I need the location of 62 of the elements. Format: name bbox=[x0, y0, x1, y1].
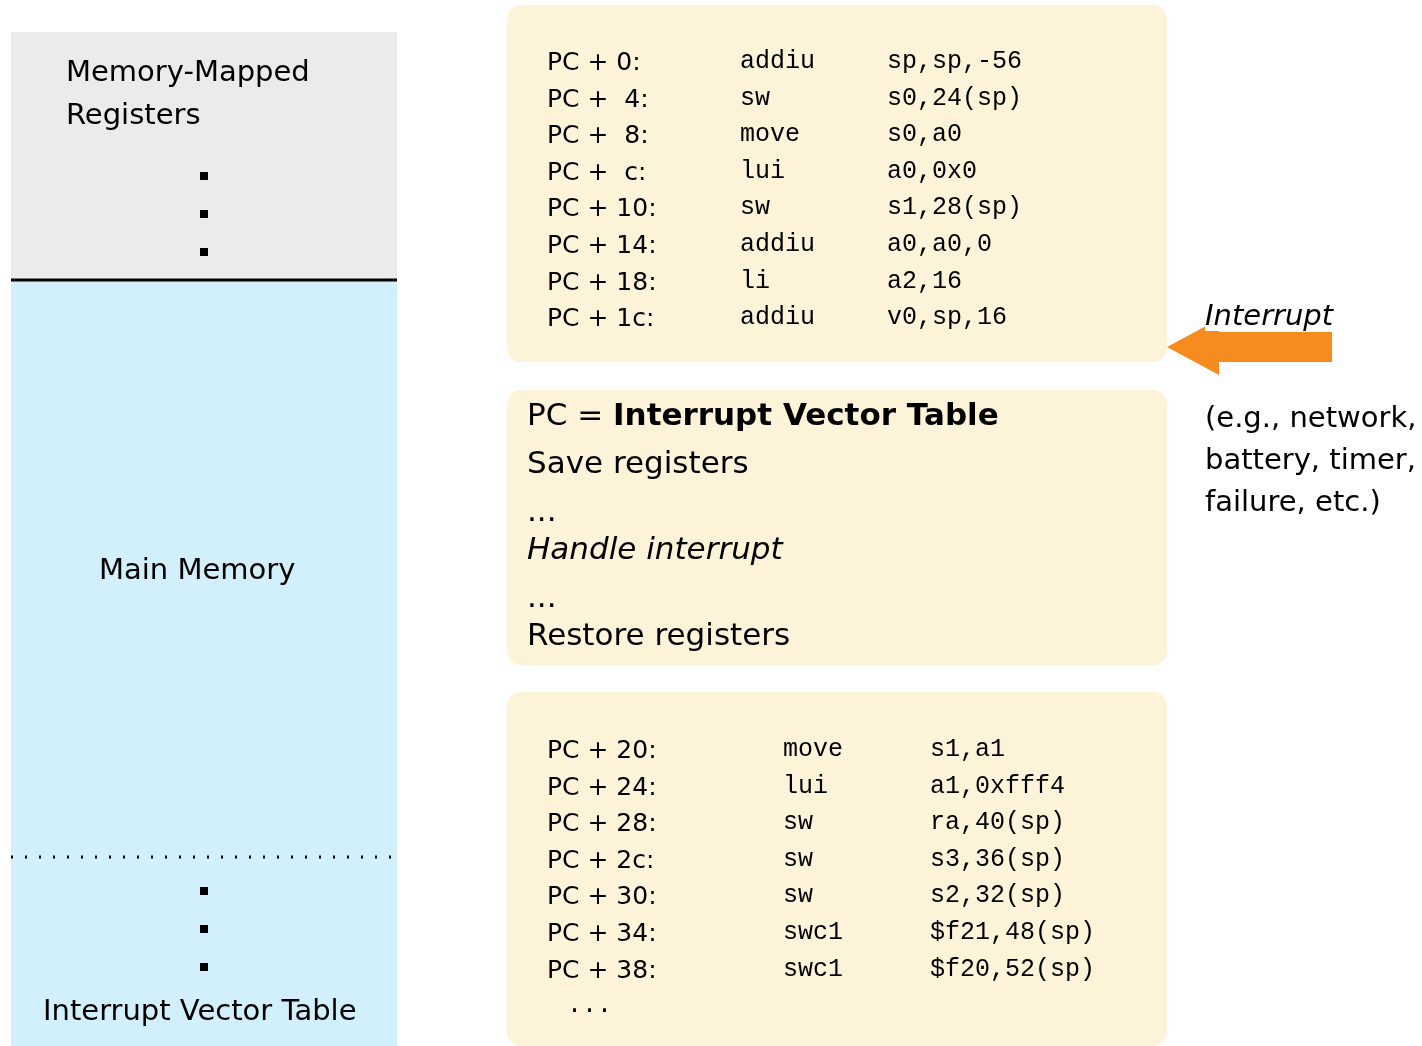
instruction-mnemonic: lui bbox=[740, 156, 785, 186]
address-label: PC + 34: bbox=[547, 918, 657, 947]
instruction-mnemonic: sw bbox=[783, 844, 813, 874]
handler-step: Restore registers bbox=[527, 616, 791, 652]
handler-step: Save registers bbox=[527, 444, 749, 480]
instruction-operands: $f21,48(sp) bbox=[930, 918, 1096, 947]
instruction-operands: a1,0xfff4 bbox=[930, 771, 1066, 801]
instruction-operands: a2,16 bbox=[887, 266, 962, 296]
address-label: PC + 0: bbox=[547, 47, 641, 76]
instruction-operands: $f20,52(sp) bbox=[930, 954, 1096, 984]
address-label: PC + 30: bbox=[547, 881, 657, 911]
instruction-mnemonic: sw bbox=[783, 881, 813, 911]
instruction-operands: s1,a1 bbox=[930, 735, 1005, 764]
region-label: Main Memory bbox=[99, 551, 297, 588]
instruction-mnemonic: swc1 bbox=[783, 954, 843, 984]
handler-panel bbox=[507, 390, 1167, 665]
instruction-operands: ra,40(sp) bbox=[930, 808, 1066, 838]
address-label: PC + 20: bbox=[547, 735, 657, 764]
instruction-mnemonic: swc1 bbox=[783, 918, 843, 947]
address-label: PC + 10: bbox=[547, 193, 657, 223]
instruction-operands: sp,sp,-56 bbox=[887, 47, 1023, 76]
address-label: ... bbox=[567, 991, 612, 1021]
memory-region bbox=[11, 857, 397, 1046]
instruction-mnemonic: lui bbox=[783, 771, 828, 801]
instruction-mnemonic: addiu bbox=[740, 230, 815, 259]
instruction-mnemonic: addiu bbox=[740, 303, 815, 333]
instruction-mnemonic: li bbox=[740, 266, 770, 296]
handler-step: ... bbox=[527, 492, 557, 528]
address-label: PC + 4: bbox=[547, 83, 649, 113]
instruction-operands: s1,28(sp) bbox=[887, 193, 1023, 223]
code-listing-panel bbox=[507, 692, 1167, 1046]
instruction-operands: s2,32(sp) bbox=[930, 881, 1066, 911]
instruction-operands: s0,a0 bbox=[887, 120, 962, 150]
interrupt-sources-note: (e.g., network, battery, timer, failure, etc.) bbox=[1205, 399, 1418, 520]
handler-step: Handle interrupt bbox=[527, 530, 783, 566]
address-label: PC + c: bbox=[547, 156, 647, 186]
region-label: Memory-Mapped Registers bbox=[66, 53, 311, 133]
instruction-mnemonic: move bbox=[783, 735, 843, 764]
address-label: PC + 14: bbox=[547, 230, 657, 259]
instruction-operands: a0,0x0 bbox=[887, 156, 977, 186]
instruction-operands: a0,a0,0 bbox=[887, 230, 993, 259]
code-listing-panel bbox=[507, 5, 1167, 362]
instruction-mnemonic: sw bbox=[783, 808, 813, 838]
address-label: PC + 24: bbox=[547, 771, 657, 801]
address-label: PC + 18: bbox=[547, 266, 657, 296]
address-label: PC + 2c: bbox=[547, 844, 655, 874]
address-label: PC + 1c: bbox=[547, 303, 655, 333]
handler-step: PC = Interrupt Vector Table bbox=[527, 396, 999, 432]
instruction-mnemonic: addiu bbox=[740, 47, 815, 76]
instruction-mnemonic: sw bbox=[740, 193, 770, 223]
memory-region bbox=[11, 280, 397, 857]
instruction-operands: s0,24(sp) bbox=[887, 83, 1023, 113]
region-label: Interrupt Vector Table bbox=[43, 992, 358, 1029]
address-label: PC + 8: bbox=[547, 120, 649, 150]
instruction-operands: s3,36(sp) bbox=[930, 844, 1066, 874]
instruction-mnemonic: move bbox=[740, 120, 800, 150]
memory-region bbox=[11, 32, 397, 280]
address-label: PC + 38: bbox=[547, 954, 657, 984]
instruction-operands: v0,sp,16 bbox=[887, 303, 1008, 333]
instruction-mnemonic: sw bbox=[740, 83, 770, 113]
handler-step: ... bbox=[527, 578, 557, 614]
address-label: PC + 28: bbox=[547, 808, 657, 838]
